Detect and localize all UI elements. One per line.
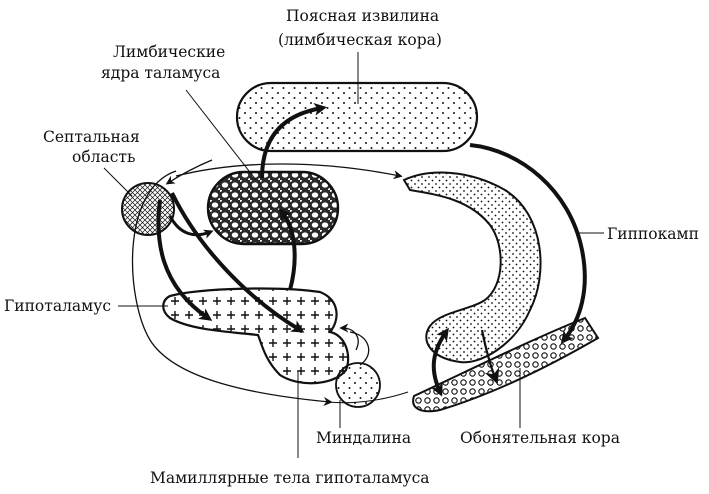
arrow-septal-to-thalamus xyxy=(168,215,214,239)
label-hippocampus: Гиппокамп xyxy=(607,225,699,243)
label-cingulate-sub: (лимбическая кора) xyxy=(278,31,442,49)
septal-input-line xyxy=(165,159,213,185)
label-amygdala: Миндалина xyxy=(316,429,412,447)
fornix-line xyxy=(175,163,403,180)
label-septal-1: Септальная xyxy=(43,128,140,146)
amygdala xyxy=(335,362,381,408)
arrow-septal-to-mamillary xyxy=(170,192,305,333)
limbic-thalamic-nuclei xyxy=(206,170,340,246)
arrow-cingulate-to-hippocampus xyxy=(469,143,587,344)
arrow-to-thalamus xyxy=(278,207,297,291)
label-cingulate: Поясная извилина xyxy=(286,7,440,25)
amygdala-loop-line xyxy=(349,331,370,366)
amygdala-loop-arrow xyxy=(339,323,359,351)
arrow-hippocampus-to-olfactory xyxy=(480,329,500,385)
label-limbic-nuclei-1: Лимбические xyxy=(113,43,226,61)
label-limbic-nuclei-2: ядра таламуса xyxy=(101,64,221,82)
label-septal-2: область xyxy=(72,148,136,166)
hippocampus xyxy=(402,171,542,364)
label-mamillary: Мамиллярные тела гипоталамуса xyxy=(150,469,430,487)
leader-septal xyxy=(103,167,133,197)
label-olfactory: Обонятельная кора xyxy=(460,429,620,447)
leader-limbic-nuclei xyxy=(185,89,257,181)
label-hypothalamus: Гипоталамус xyxy=(4,297,112,315)
arrow-septal-to-hypothalamus xyxy=(156,199,213,321)
cingulate-gyrus xyxy=(235,81,479,153)
arrow-olfactory-to-hippocampus xyxy=(430,327,449,397)
septal-area xyxy=(121,182,175,236)
arrow-to-cingulate xyxy=(260,102,328,179)
